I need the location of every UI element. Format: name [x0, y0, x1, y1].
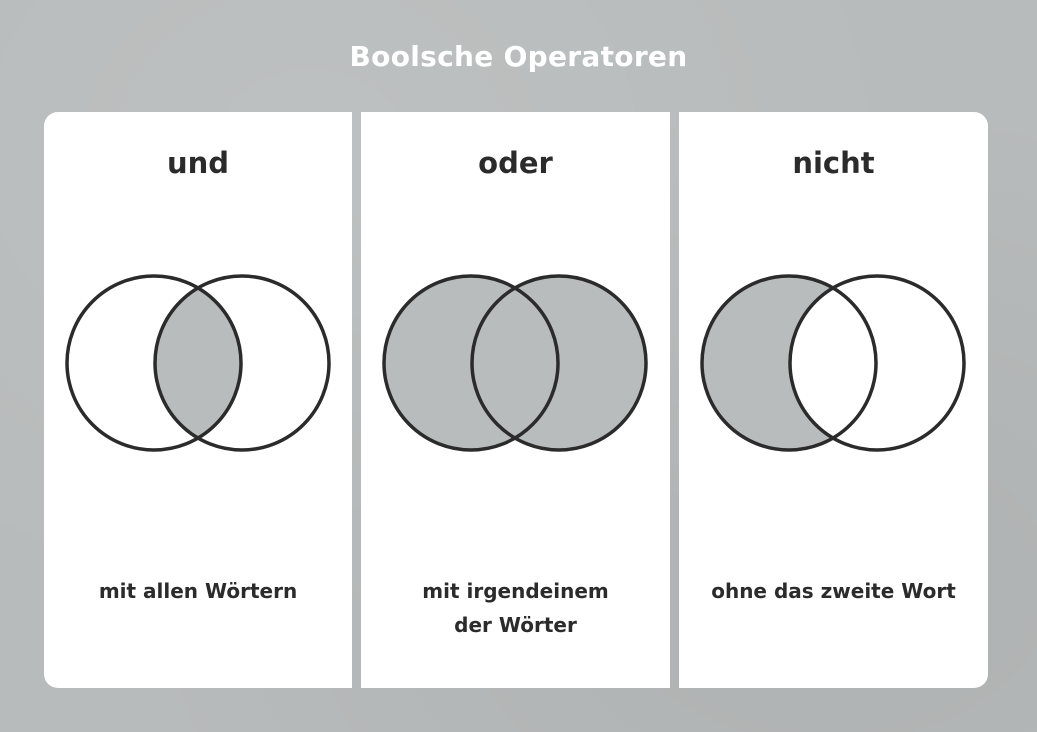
card-oder: oder mit irgendeinem der Wörter: [361, 112, 670, 688]
operator-title-und: und: [166, 146, 230, 180]
right-circle: [153, 274, 331, 452]
caption-nicht-line1: ohne das zweite Wort: [711, 579, 956, 603]
page-title: Boolsche Operatoren: [349, 40, 688, 73]
caption-und-line1: mit allen Wörtern: [98, 579, 298, 603]
left-circle: [382, 274, 560, 452]
caption-und: mit allen Wörtern: [44, 574, 352, 608]
caption-nicht: ohne das zweite Wort: [679, 574, 988, 608]
operator-title-oder: oder: [478, 146, 553, 180]
operator-cards: und mit allen Wörtern oder mit irgendein…: [44, 112, 988, 688]
venn-diagram-nicht: [700, 274, 966, 452]
right-circle: [788, 274, 966, 452]
card-und: und mit allen Wörtern: [44, 112, 352, 688]
venn-diagram-und: [65, 274, 331, 452]
left-circle: [700, 274, 878, 452]
operator-title-nicht: nicht: [792, 146, 875, 180]
shaded-intersection: [155, 276, 241, 450]
right-circle: [470, 274, 648, 452]
caption-oder-line1: mit irgendeinem: [422, 579, 609, 603]
card-nicht: nicht ohne das zweite Wort: [679, 112, 988, 688]
venn-diagram-oder: [382, 274, 648, 452]
caption-oder: mit irgendeinem der Wörter: [361, 574, 670, 642]
left-circle: [65, 274, 243, 452]
caption-oder-line2: der Wörter: [454, 613, 577, 637]
